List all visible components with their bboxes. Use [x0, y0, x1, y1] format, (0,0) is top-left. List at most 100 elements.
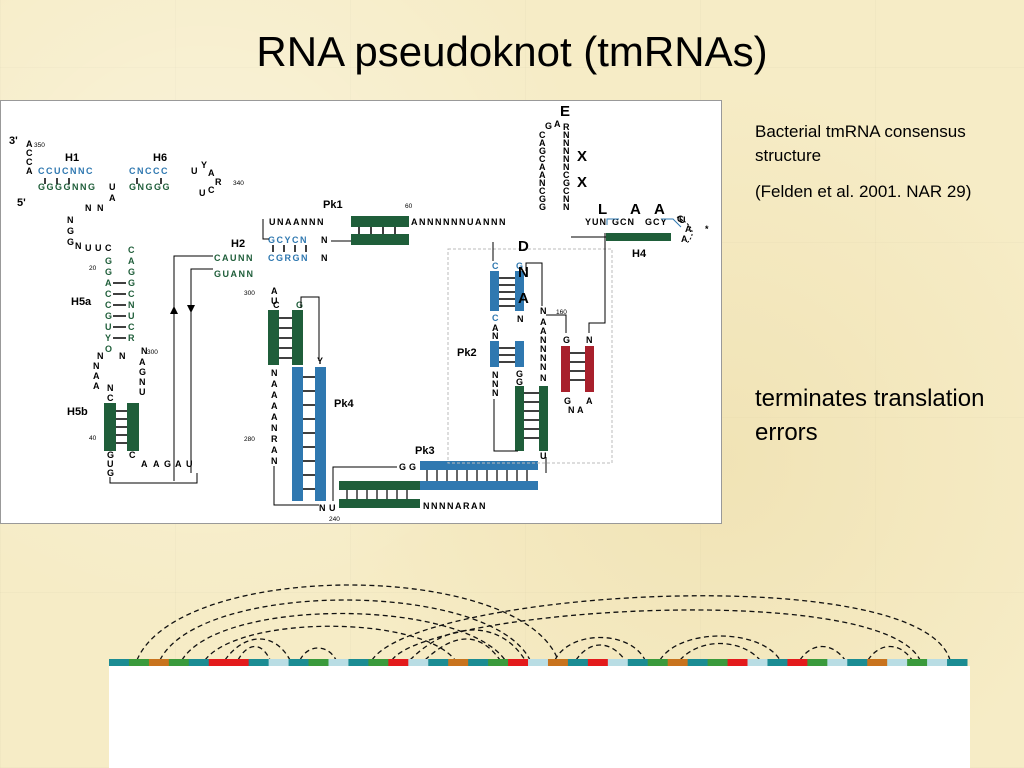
- helix-label-h2: H2: [231, 238, 245, 250]
- svg-text:N: N: [97, 203, 104, 213]
- svg-text:N: N: [119, 351, 126, 361]
- svg-text:CGRGN: CGRGN: [268, 253, 309, 263]
- sequence-segment: [887, 659, 908, 666]
- svg-text:N: N: [517, 314, 524, 324]
- sequence-segment: [488, 659, 509, 666]
- sequence-segment: [647, 659, 669, 666]
- svg-text:A: A: [540, 317, 547, 327]
- sequence-segment: [528, 659, 549, 666]
- svg-text:A: A: [141, 459, 148, 469]
- sequence-segment: [248, 659, 270, 666]
- svg-text:G: G: [409, 462, 416, 472]
- sequence-segment: [747, 659, 768, 666]
- svg-text:C: C: [539, 130, 546, 140]
- sequence-segment: [667, 659, 689, 666]
- svg-text:G: G: [107, 450, 114, 460]
- svg-text:N: N: [128, 300, 135, 310]
- sequence-segment: [927, 659, 948, 666]
- sequence-segment: [847, 659, 868, 666]
- svg-text:G: G: [164, 459, 171, 469]
- sequence-segment: [787, 659, 808, 666]
- sequence-segment: [827, 659, 848, 666]
- tag-letter-a1: A: [630, 201, 641, 218]
- svg-text:N: N: [563, 162, 570, 172]
- svg-text:N: N: [539, 178, 546, 188]
- svg-text:A: A: [539, 138, 546, 148]
- sequence-segment: [188, 659, 210, 666]
- svg-text:U: U: [540, 451, 547, 461]
- pseudoknot-arc-diagram: [109, 584, 968, 666]
- svg-text:Y: Y: [317, 356, 323, 366]
- sequence-segment: [268, 659, 290, 666]
- svg-text:N: N: [540, 353, 547, 363]
- sequence-strip: [109, 659, 968, 666]
- pos-160: 160: [556, 309, 567, 316]
- svg-text:R: R: [128, 333, 135, 343]
- svg-text:C: C: [563, 186, 570, 196]
- svg-text:G: G: [107, 468, 114, 478]
- sequence-segment: [727, 659, 749, 666]
- svg-text:CNCCC: CNCCC: [129, 166, 169, 176]
- svg-text:A: A: [685, 224, 692, 234]
- end-label-3prime: 3': [9, 135, 18, 147]
- svg-text:G: G: [516, 369, 523, 379]
- sequence-segment: [368, 659, 389, 666]
- svg-text:G: G: [67, 237, 74, 247]
- svg-text:N: N: [540, 335, 547, 345]
- sequence-segment: [448, 659, 469, 666]
- svg-text:U: U: [107, 459, 114, 469]
- sequence-segment: [328, 659, 349, 666]
- svg-text:A: A: [93, 381, 100, 391]
- sequence-segment: [907, 659, 928, 666]
- svg-text:G: G: [516, 261, 523, 271]
- svg-text:U: U: [95, 243, 102, 253]
- svg-text:A: A: [109, 193, 116, 203]
- svg-text:GGGGNNG: GGGGNNG: [38, 182, 97, 192]
- motif-letter-x2: X: [577, 174, 587, 191]
- helix-label-pk1: Pk1: [323, 199, 343, 211]
- svg-text:A: A: [271, 286, 278, 296]
- svg-text:A: A: [271, 379, 278, 389]
- sequence-segment: [947, 659, 968, 666]
- svg-text:C: C: [129, 450, 136, 460]
- svg-text:U: U: [105, 322, 112, 332]
- svg-text:N: N: [321, 253, 328, 263]
- svg-text:YUN: YUN: [585, 217, 607, 227]
- caption-citation: (Felden et al. 2001. NAR 29): [755, 182, 972, 201]
- sequence-segment: [168, 659, 190, 666]
- svg-text:N: N: [540, 373, 547, 383]
- motif-letter-x1: X: [577, 148, 587, 165]
- sequence-segment: [468, 659, 489, 666]
- svg-text:G: G: [516, 377, 523, 387]
- svg-text:R: R: [271, 434, 278, 444]
- svg-text:C: C: [105, 243, 112, 253]
- svg-text:N: N: [540, 362, 547, 372]
- svg-text:A: A: [26, 139, 33, 149]
- helix-label-pk2: Pk2: [457, 347, 477, 359]
- helix-label-h5b: H5b: [67, 406, 88, 418]
- svg-text:C: C: [26, 157, 33, 167]
- function-note: terminates translation errors: [755, 385, 985, 446]
- motif-letter-a: A: [518, 290, 529, 307]
- svg-text:G: G: [545, 121, 552, 131]
- svg-text:G: G: [105, 267, 112, 277]
- svg-text:R: R: [215, 177, 222, 187]
- svg-text:C: C: [128, 289, 135, 299]
- svg-text:G: G: [563, 335, 570, 345]
- sequence-segment: [208, 659, 230, 666]
- sequence-segment: [687, 659, 709, 666]
- svg-text:N: N: [271, 368, 278, 378]
- svg-text:A: A: [554, 119, 561, 129]
- svg-text:GCN: GCN: [612, 217, 635, 227]
- svg-text:GUANN: GUANN: [214, 269, 255, 279]
- svg-text:U: U: [139, 387, 146, 397]
- motif-letter-n: N: [518, 264, 529, 281]
- svg-text:N: N: [568, 405, 575, 415]
- svg-text:CCUCNNC: CCUCNNC: [38, 166, 94, 176]
- svg-text:A: A: [128, 256, 135, 266]
- svg-text:GNGGG: GNGGG: [129, 182, 171, 192]
- svg-text:C: C: [539, 186, 546, 196]
- svg-text:N: N: [321, 235, 328, 245]
- svg-text:GCYCN: GCYCN: [268, 235, 308, 245]
- helix-label-h1: H1: [65, 152, 79, 164]
